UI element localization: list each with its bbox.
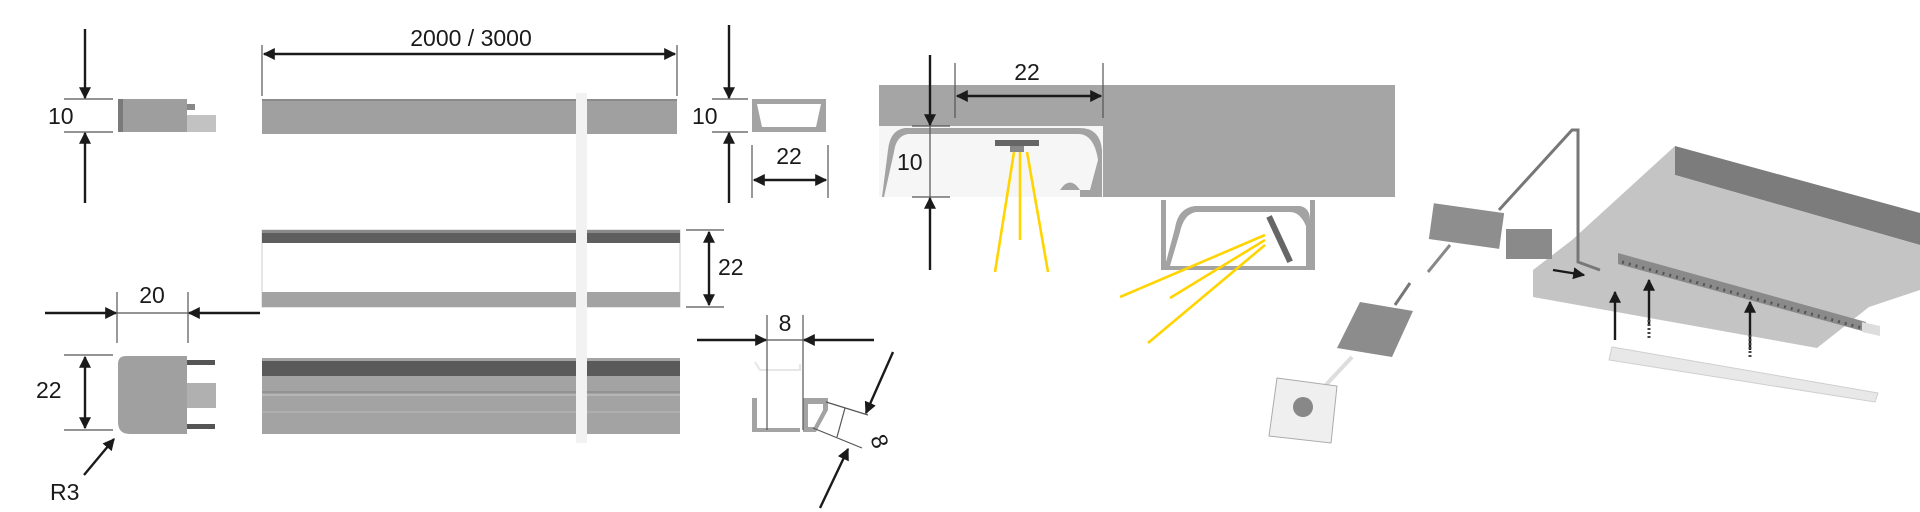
dimension-diagonal: 8 (812, 351, 894, 509)
power-supply (1337, 302, 1413, 357)
dimension-profile-width: 22 (751, 143, 829, 198)
shelf-top-face (1675, 146, 1920, 245)
distributor-hub (1428, 203, 1505, 249)
dimension-inner-width: 8 (697, 310, 874, 430)
diffuser-cover (1608, 346, 1879, 403)
dim-label: 10 (692, 103, 718, 129)
dim-label: R3 (50, 479, 79, 505)
profile-bar-top (261, 229, 681, 308)
dim-label: 2000 / 3000 (410, 25, 532, 51)
shelf-underside (1533, 146, 1920, 348)
led-profile (1618, 253, 1866, 332)
installation-section (879, 85, 1395, 273)
profile-cross-section (752, 99, 826, 132)
dimension-profile-height: 10 (692, 25, 748, 203)
dimension-end-cap-radius: R3 (50, 438, 115, 505)
dimension-install-height: 10 (897, 55, 950, 270)
dimension-install-width: 22 (954, 59, 1104, 118)
mounting-assembly (1268, 128, 1920, 444)
dim-label: 8 (779, 310, 792, 336)
dim-label: 10 (897, 149, 923, 175)
dim-label: 22 (36, 377, 62, 403)
arrow-right-icon (1552, 267, 1586, 280)
dim-label: 20 (139, 282, 165, 308)
profile-bar-side (262, 99, 677, 134)
dim-label: 22 (718, 254, 744, 280)
end-cap-top-view (118, 99, 216, 132)
dimension-length: 2000 / 3000 (261, 25, 678, 96)
break-line (576, 93, 587, 443)
profile-cross-section-open (752, 361, 828, 432)
cable (1497, 128, 1601, 272)
dim-label: 22 (776, 143, 802, 169)
dimension-end-cap-height: 10 (48, 29, 113, 203)
dimension-bar-width: 22 (686, 229, 744, 308)
dim-label: 22 (1014, 59, 1040, 85)
connector-box (1506, 229, 1552, 259)
installation-section-angled (1119, 200, 1315, 344)
profile-bar-bottom (262, 358, 680, 434)
dim-label: 10 (48, 103, 74, 129)
dimension-end-cap-depth: 20 (45, 282, 260, 343)
dimension-end-cap-width: 22 (36, 354, 113, 431)
dim-label: 8 (865, 431, 894, 452)
end-cap-front-view (118, 356, 216, 434)
